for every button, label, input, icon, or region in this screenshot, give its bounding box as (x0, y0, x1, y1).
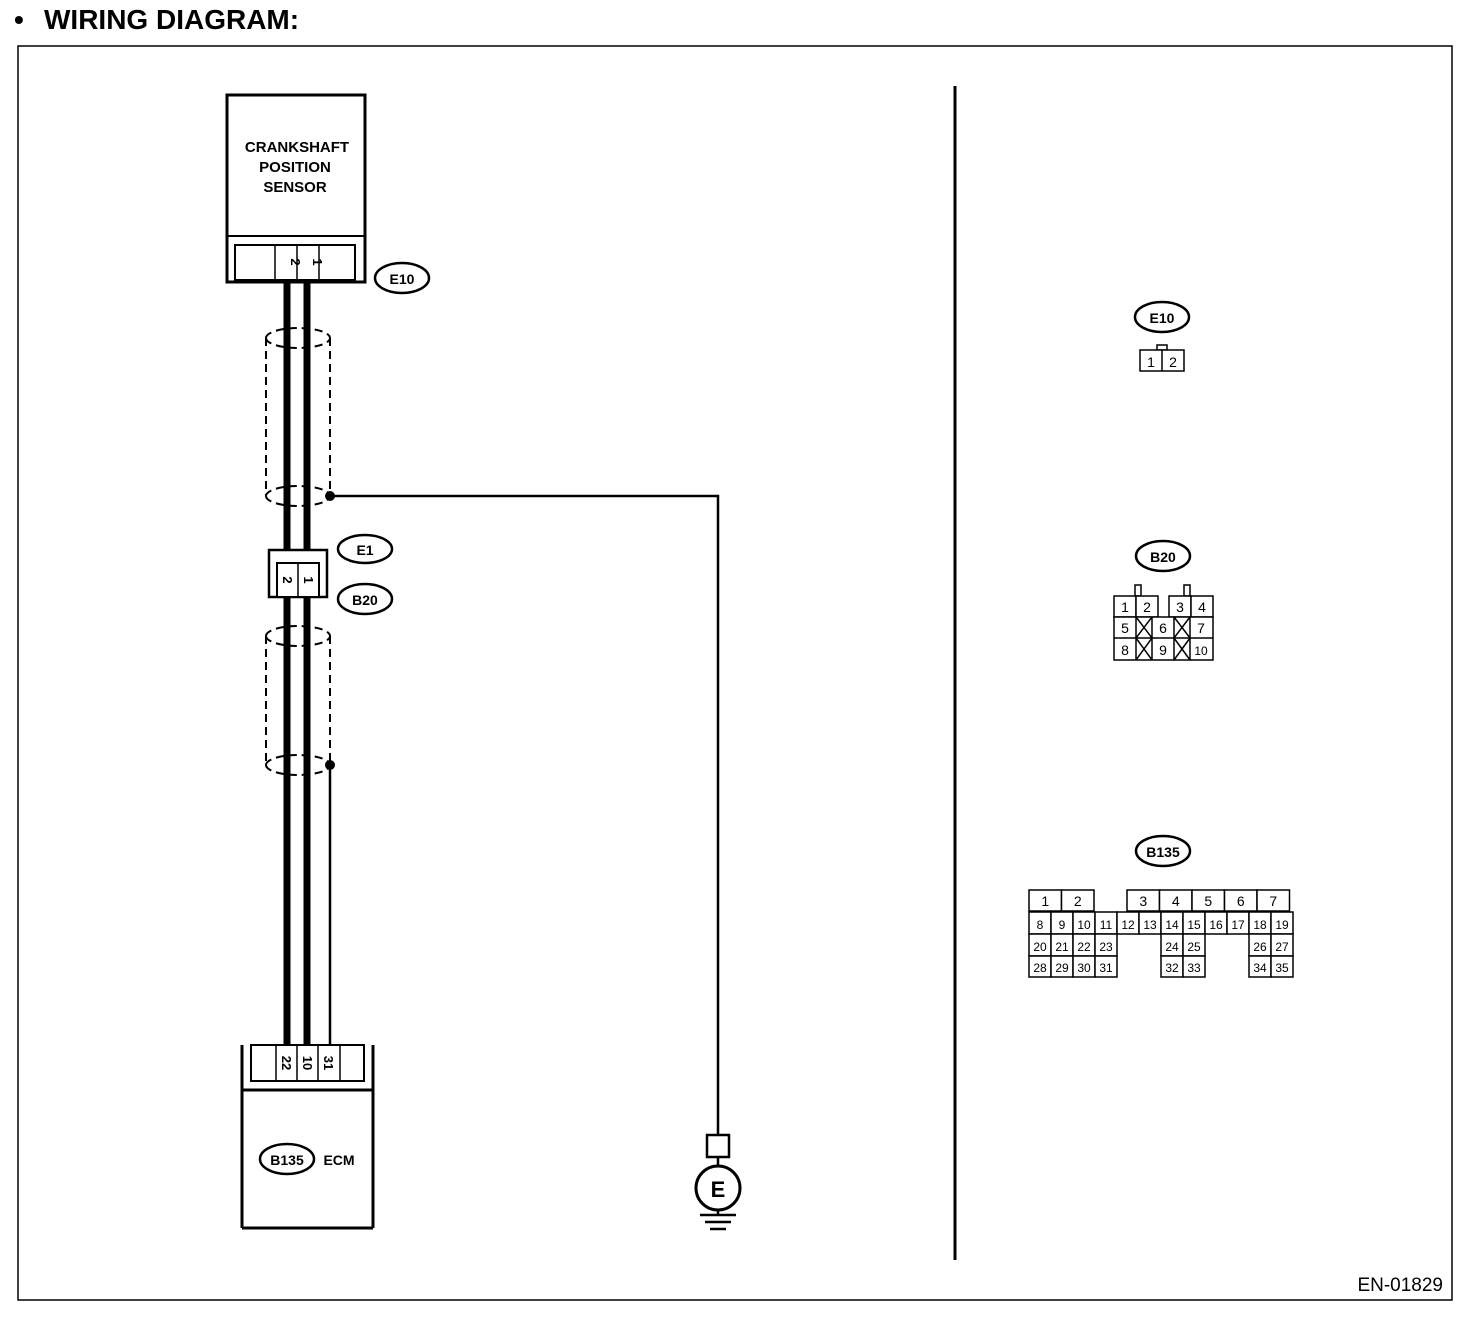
b135-pin: 25 (1187, 940, 1201, 954)
b135-pin: 35 (1275, 961, 1289, 975)
b135-pin: 28 (1033, 961, 1047, 975)
b20-pin: 3 (1176, 599, 1184, 615)
crankshaft-position-sensor: CRANKSHAFT POSITION SENSOR 2 1 (225, 93, 367, 284)
sensor-label-line-1: CRANKSHAFT (245, 139, 349, 156)
b135-pin: 3 (1139, 893, 1147, 909)
b135-pin: 31 (1099, 961, 1113, 975)
ecm-label: ECM (323, 1152, 354, 1168)
b135-pin: 18 (1253, 918, 1267, 932)
e10-pin-1: 1 (1147, 354, 1155, 370)
connector-view-e10-label: E10 (1150, 310, 1175, 326)
b20-pin: 4 (1198, 599, 1206, 615)
b135-pin: 21 (1055, 940, 1069, 954)
ecm-unit: 22 10 31 B135 ECM (240, 1044, 375, 1230)
b135-pin: 12 (1121, 918, 1135, 932)
ground-symbol: E (694, 1133, 742, 1231)
b135-pin: 32 (1165, 961, 1179, 975)
connector-view-b135-label: B135 (1146, 844, 1180, 860)
ground-label: E (711, 1177, 726, 1202)
connector-tag-e10: E10 (373, 261, 431, 295)
b135-pin: 9 (1059, 918, 1066, 932)
b135-pin: 17 (1231, 918, 1245, 932)
connector-view-e10: E10 1 2 (1133, 300, 1191, 372)
b135-pin-cell (1182, 955, 1206, 978)
ecm-connector-tag (258, 1142, 316, 1176)
b20-pin: 6 (1159, 620, 1167, 636)
ecm-connector-tag-label: B135 (270, 1152, 304, 1168)
b135-pin: 19 (1275, 918, 1289, 932)
connector-tag-e10-label: E10 (390, 271, 415, 287)
b135-pin: 15 (1187, 918, 1201, 932)
b135-pin: 13 (1143, 918, 1157, 932)
b135-pin-cell (1256, 889, 1291, 912)
junction-connector: 2 1 (267, 548, 329, 599)
b135-pin: 1 (1041, 893, 1049, 909)
connector-view-b20-label: B20 (1150, 549, 1176, 565)
junction-pin-1: 1 (301, 576, 316, 583)
b135-pin: 11 (1100, 918, 1113, 932)
b135-pin-cell (1270, 955, 1294, 978)
b20-pin: 1 (1121, 599, 1129, 615)
heading-title: WIRING DIAGRAM: (44, 4, 300, 35)
figure-id: EN-01829 (1357, 1275, 1443, 1296)
b135-pin: 34 (1253, 961, 1267, 975)
connector-tag-e1: E1 (336, 533, 394, 565)
sensor-label-line-2: POSITION (259, 159, 331, 176)
b20-pin: 2 (1143, 599, 1151, 615)
b135-pin: 10 (1077, 918, 1091, 932)
shield-upper (265, 327, 331, 507)
b20-pin: 9 (1159, 642, 1167, 658)
b135-pin: 2 (1074, 893, 1082, 909)
b135-pin: 33 (1187, 961, 1201, 975)
connector-view-b20: B20 1 2 3 4 5 6 7 8 (1113, 539, 1214, 661)
b135-pin-cell (1094, 955, 1118, 978)
e10-pin-2: 2 (1169, 354, 1177, 370)
connector-tag-e1-label: E1 (356, 542, 373, 558)
diagram-frame (17, 45, 1453, 1301)
ecm-pin-31: 31 (321, 1056, 336, 1070)
shield-drain-wire (330, 494, 720, 1135)
b135-pin: 7 (1269, 893, 1277, 909)
b135-pin: 4 (1172, 893, 1180, 909)
junction-pin-2: 2 (280, 576, 295, 583)
b135-pin-cell (1060, 889, 1095, 912)
b135-pin: 24 (1165, 940, 1179, 954)
sensor-connector-face (234, 244, 356, 281)
ecm-pin-10: 10 (300, 1056, 315, 1070)
b135-pin: 6 (1237, 893, 1245, 909)
b20-pin: 5 (1121, 620, 1129, 636)
b135-pin: 14 (1165, 918, 1179, 932)
ecm-pin-22: 22 (279, 1056, 294, 1070)
connector-tag-b20-label: B20 (352, 592, 378, 608)
b135-pin: 27 (1275, 940, 1289, 954)
b20-pin: 10 (1194, 644, 1208, 658)
b135-pin: 20 (1033, 940, 1047, 954)
b135-pin: 8 (1037, 918, 1044, 932)
sensor-pin-1: 1 (310, 258, 325, 265)
b135-pin: 22 (1077, 940, 1091, 954)
b20-pin: 8 (1121, 642, 1129, 658)
b135-pin: 29 (1055, 961, 1069, 975)
page-heading: • WIRING DIAGRAM: (14, 4, 299, 36)
b135-pin: 16 (1209, 918, 1223, 932)
b135-pin: 30 (1077, 961, 1091, 975)
b135-pin: 5 (1204, 893, 1212, 909)
ecm-connector-face (250, 1044, 365, 1082)
connector-tag-b20: B20 (336, 582, 394, 616)
sensor-label-line-3: SENSOR (263, 179, 327, 196)
shield-lower (265, 625, 331, 776)
b135-pin: 23 (1099, 940, 1113, 954)
heading-bullet: • (14, 4, 24, 35)
sensor-pin-2: 2 (288, 258, 303, 265)
b20-pin: 7 (1197, 620, 1205, 636)
b135-pin: 26 (1253, 940, 1267, 954)
